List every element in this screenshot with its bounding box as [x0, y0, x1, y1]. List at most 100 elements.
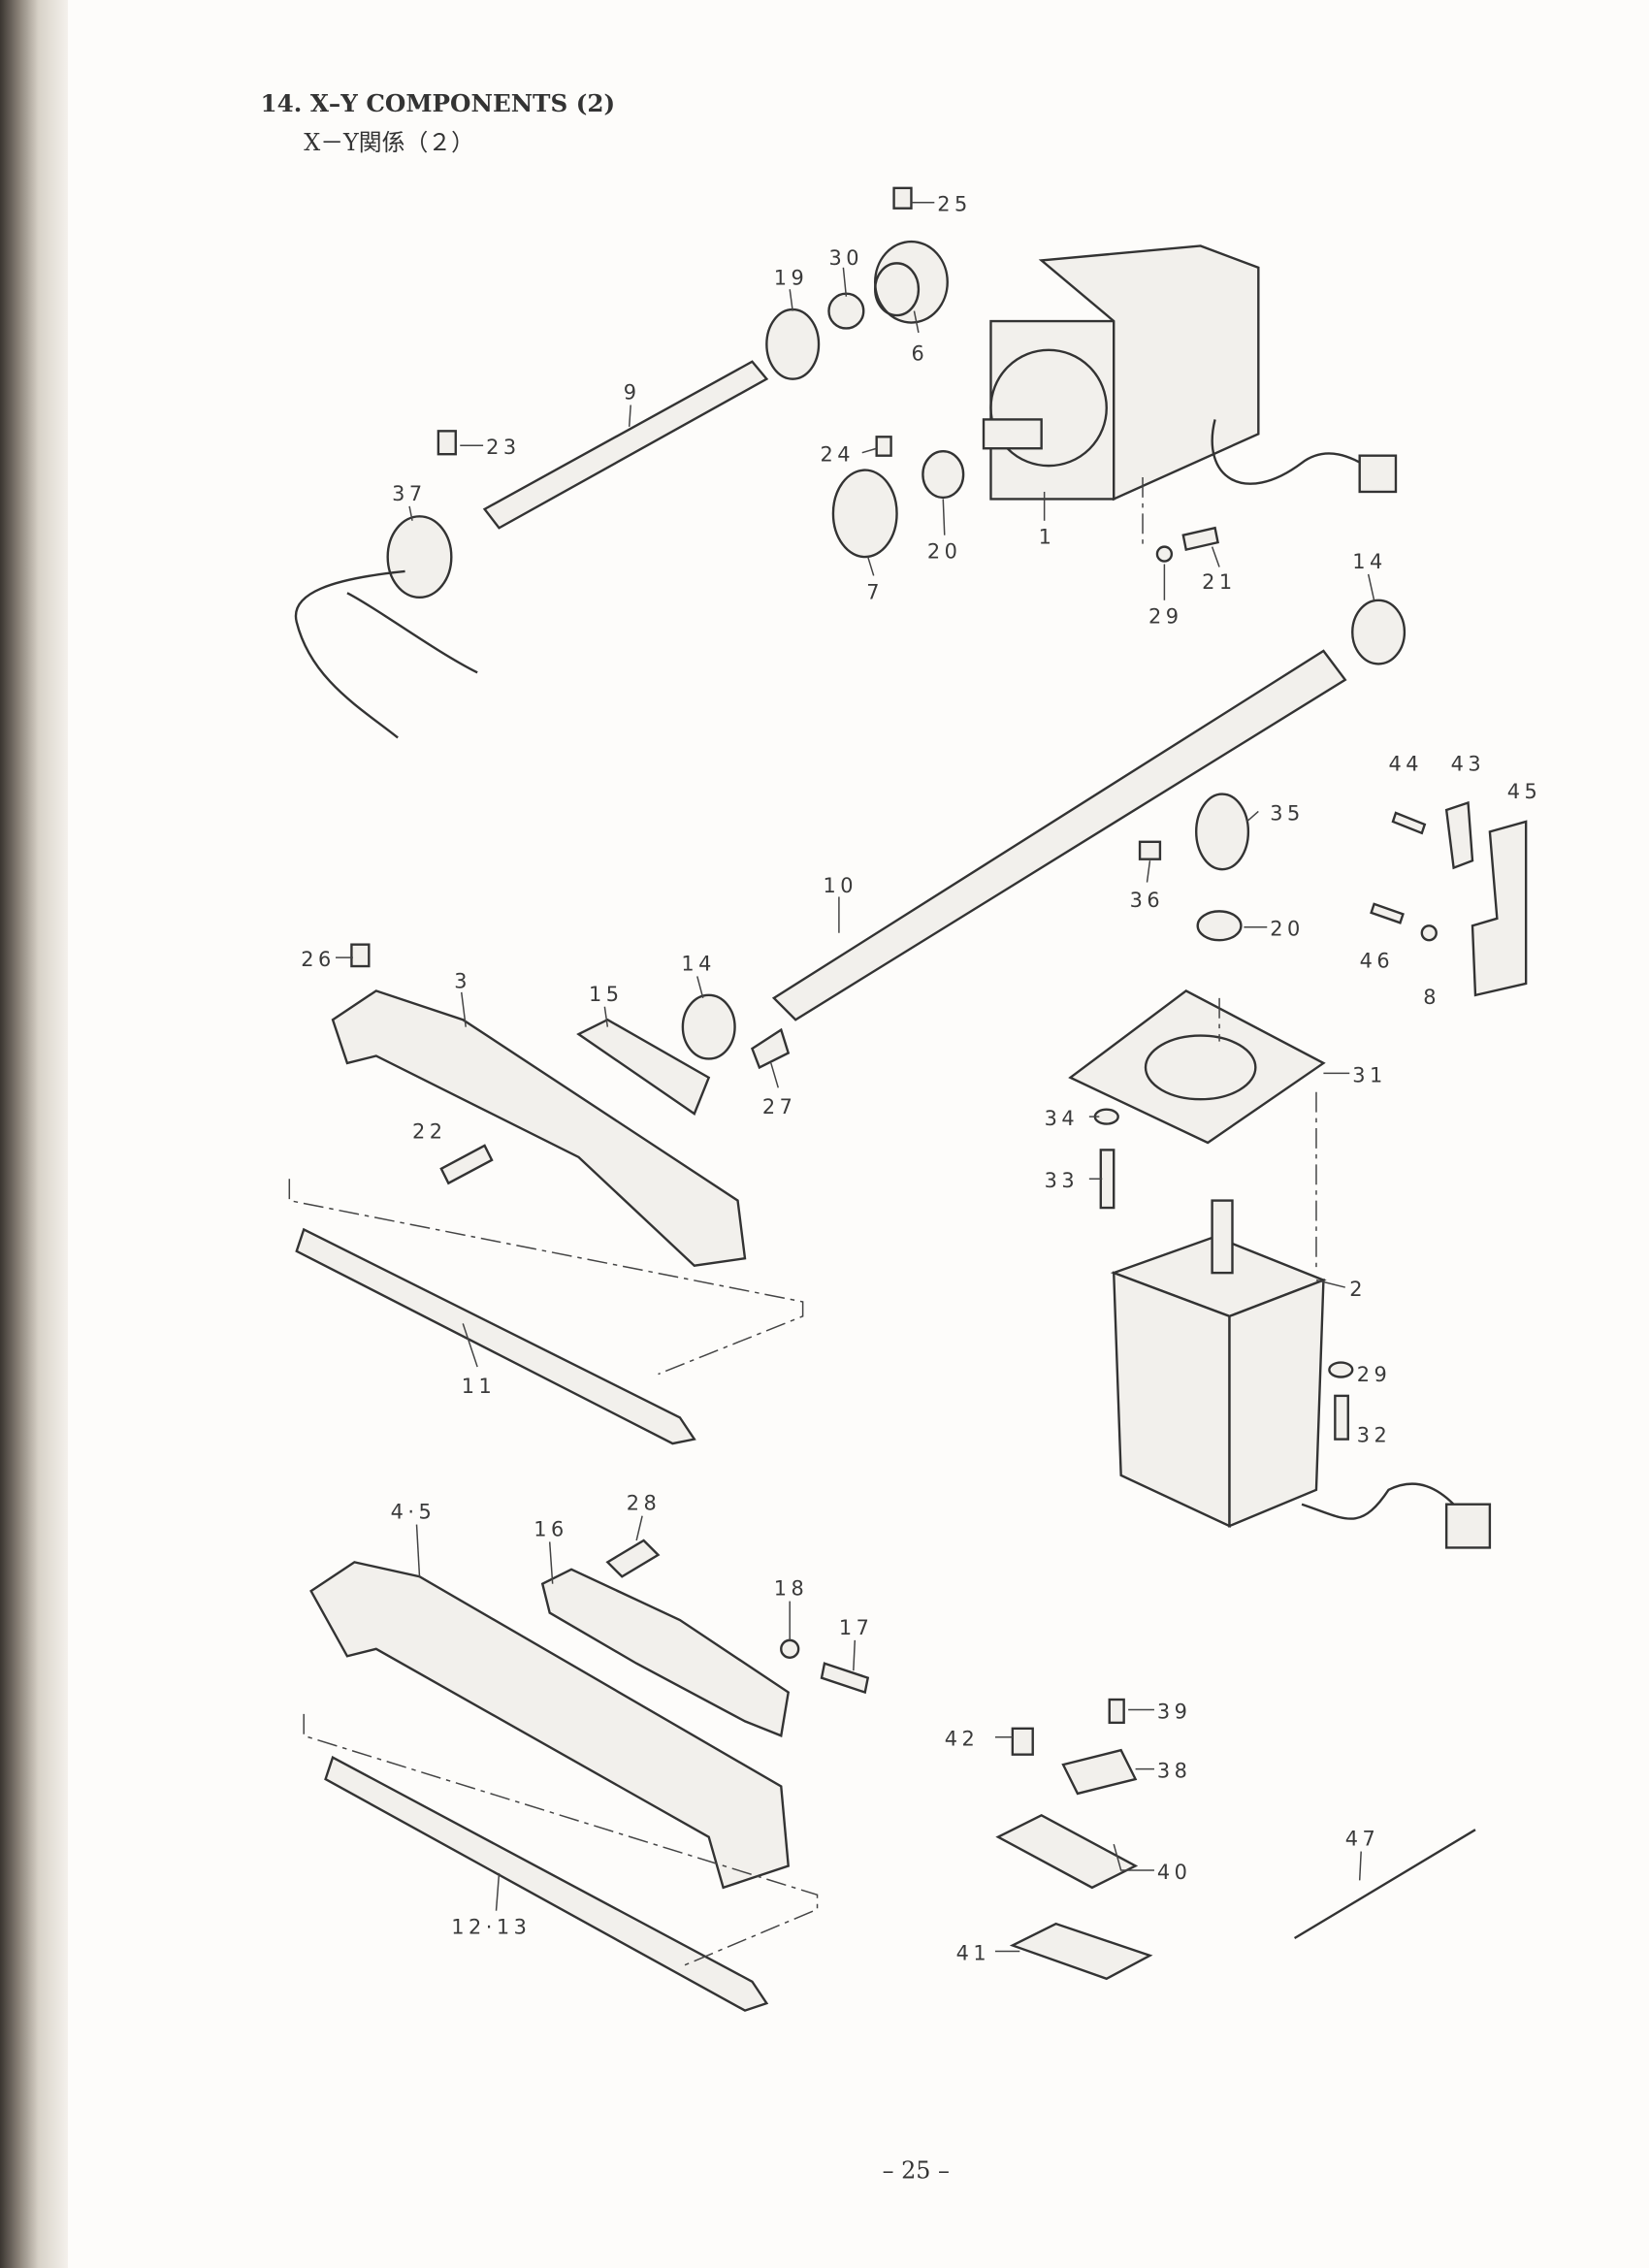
- callout: 45: [1507, 780, 1542, 803]
- setscrew-36: [1138, 840, 1162, 860]
- page-number: – 25 –: [883, 2157, 950, 2185]
- shaft-11: [295, 1227, 696, 1445]
- callout: 8: [1423, 986, 1440, 1009]
- callout: 20: [927, 540, 962, 564]
- callout: 10: [824, 874, 858, 897]
- shaft-9: [482, 360, 769, 530]
- callout: 29: [1357, 1363, 1392, 1386]
- screw-46: [1370, 902, 1405, 924]
- callout: 44: [1389, 753, 1424, 776]
- washer-18: [780, 1638, 800, 1659]
- callout: 32: [1357, 1424, 1392, 1447]
- shaft-12-13: [324, 1755, 769, 2012]
- bearing-19: [765, 308, 821, 380]
- callout: 14: [681, 953, 716, 976]
- motor-plate-31: [1068, 988, 1326, 1145]
- holder-16: [540, 1568, 791, 1737]
- callout: 43: [1451, 753, 1486, 776]
- callout: 16: [534, 1518, 568, 1541]
- callout: 40: [1157, 1861, 1192, 1884]
- callout: 1: [1039, 526, 1056, 549]
- screw-39: [1108, 1698, 1125, 1725]
- bushing-14-top: [1351, 599, 1406, 665]
- book-spine-shadow: [0, 0, 68, 2268]
- callout: 22: [412, 1119, 447, 1143]
- callout: 34: [1045, 1107, 1080, 1130]
- screw-17: [820, 1662, 870, 1695]
- section-title: 14. X–Y COMPONENTS (2): [260, 89, 615, 117]
- callout: 2: [1349, 1278, 1367, 1301]
- callout: 46: [1360, 950, 1395, 973]
- screw-28: [605, 1539, 661, 1578]
- callout: 19: [774, 267, 809, 290]
- cable-tie-47: [1293, 1829, 1476, 1940]
- callout: 15: [589, 983, 623, 1006]
- timing-belt: [294, 569, 478, 739]
- callout: 21: [1202, 570, 1237, 594]
- callout: 38: [1157, 1760, 1192, 1783]
- collar-20b: [1196, 910, 1243, 942]
- callout: 12·13: [451, 1916, 531, 1939]
- pulley-37: [386, 515, 453, 599]
- callout: 31: [1352, 1063, 1387, 1086]
- plate-40: [995, 1813, 1139, 1890]
- callout: 25: [937, 193, 972, 216]
- screw-44: [1391, 811, 1427, 835]
- pulley-7: [831, 469, 898, 559]
- callout: 41: [956, 1941, 991, 1964]
- callout: 30: [828, 246, 863, 270]
- callout: 4·5: [391, 1501, 436, 1524]
- setscrew-24: [875, 436, 892, 457]
- callout: 37: [392, 482, 427, 505]
- bushing-14: [681, 993, 736, 1060]
- callout: 28: [627, 1492, 662, 1515]
- callout: 20: [1270, 918, 1305, 941]
- section-subtitle: X－Y関係（２）: [304, 129, 474, 156]
- screw-22: [439, 1144, 494, 1185]
- callout: 35: [1270, 801, 1305, 825]
- washer-8: [1420, 924, 1438, 942]
- callout: 26: [301, 948, 336, 971]
- setscrew-26: [350, 943, 371, 968]
- pulley-35: [1195, 793, 1250, 871]
- washer-29b: [1328, 1361, 1354, 1378]
- collar-20: [922, 450, 965, 500]
- callout: 17: [839, 1616, 874, 1639]
- sensor-38: [1061, 1748, 1138, 1796]
- plate-41: [1009, 1922, 1153, 1981]
- callout: 18: [774, 1577, 809, 1601]
- arm-4-5: [309, 1561, 790, 1890]
- leader-lines: [336, 202, 1375, 1953]
- rack-shaft-10: [771, 649, 1347, 1021]
- callout: 14: [1352, 550, 1387, 573]
- callout: 3: [454, 969, 471, 992]
- callout: 27: [762, 1095, 797, 1118]
- screw-32: [1334, 1394, 1349, 1441]
- callout: 36: [1130, 889, 1165, 912]
- callout: 9: [624, 381, 641, 405]
- washer-30: [827, 292, 865, 330]
- callout: 29: [1148, 605, 1183, 629]
- screw-21: [1181, 526, 1219, 552]
- callout: 11: [462, 1375, 497, 1398]
- callout: 23: [486, 436, 521, 459]
- screw-42: [1011, 1727, 1034, 1756]
- stepping-motor-x: [982, 244, 1398, 502]
- bracket-45: [1471, 820, 1528, 997]
- callout: 33: [1045, 1169, 1080, 1192]
- stepping-motor-y: [1110, 1199, 1492, 1549]
- callout: 47: [1345, 1828, 1380, 1851]
- callout-labels: 25 30 19 6 9 23 24 37 20 1 7 21 29 14 44…: [301, 193, 1542, 1965]
- callout: 6: [911, 341, 928, 365]
- screw-33: [1099, 1149, 1116, 1210]
- sensor-43: [1444, 800, 1474, 870]
- arm-3: [331, 989, 747, 1267]
- gear-6: [873, 186, 949, 324]
- screw-27: [750, 1027, 791, 1070]
- callout: 7: [866, 580, 884, 603]
- callout: 39: [1157, 1700, 1192, 1723]
- callout: 42: [945, 1728, 980, 1751]
- washer-29: [1155, 545, 1174, 563]
